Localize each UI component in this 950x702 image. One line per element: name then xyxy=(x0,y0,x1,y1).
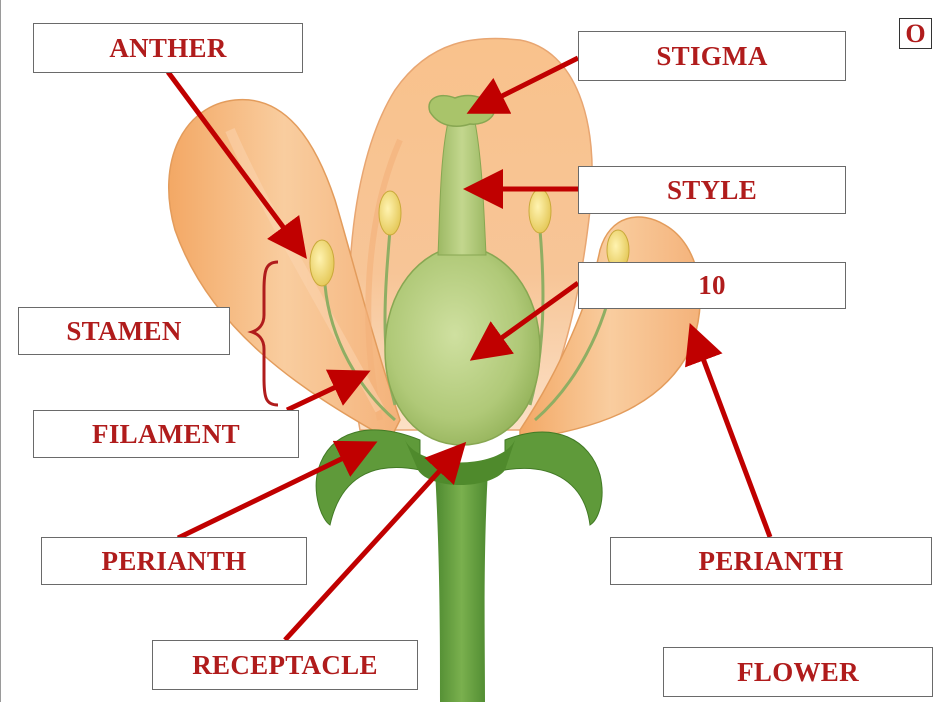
corner-badge: O xyxy=(899,18,932,49)
stem xyxy=(435,470,488,702)
label-filament: FILAMENT xyxy=(33,410,299,458)
label-ovary: 10 xyxy=(578,262,846,309)
label-stigma: STIGMA xyxy=(578,31,846,81)
arrow-receptacle xyxy=(283,441,467,642)
anther-inner-left xyxy=(378,190,402,236)
arrow-perianth-left xyxy=(176,440,378,541)
label-flower: FLOWER xyxy=(663,647,933,697)
anther-inner-right xyxy=(528,188,552,234)
sepal-right xyxy=(504,431,603,526)
label-receptacle: RECEPTACLE xyxy=(152,640,418,690)
receptacle xyxy=(405,440,515,485)
label-perianth-right: PERIANTH xyxy=(610,537,932,585)
petal-left xyxy=(167,98,401,442)
stamen-bracket xyxy=(247,260,279,407)
stigma xyxy=(428,94,496,127)
arrow-filament xyxy=(285,369,371,413)
filament-left xyxy=(323,284,396,422)
arrow-ovary xyxy=(469,280,580,361)
arrow-perianth-right xyxy=(685,322,773,538)
label-anther: ANTHER xyxy=(33,23,303,73)
page-left-border xyxy=(0,0,1,702)
label-perianth-left: PERIANTH xyxy=(41,537,307,585)
arrow-stigma xyxy=(466,55,580,114)
style xyxy=(437,121,487,256)
anther-left xyxy=(309,239,335,287)
label-style: STYLE xyxy=(578,166,846,214)
label-stamen: STAMEN xyxy=(18,307,230,355)
arrow-anther xyxy=(165,70,307,260)
